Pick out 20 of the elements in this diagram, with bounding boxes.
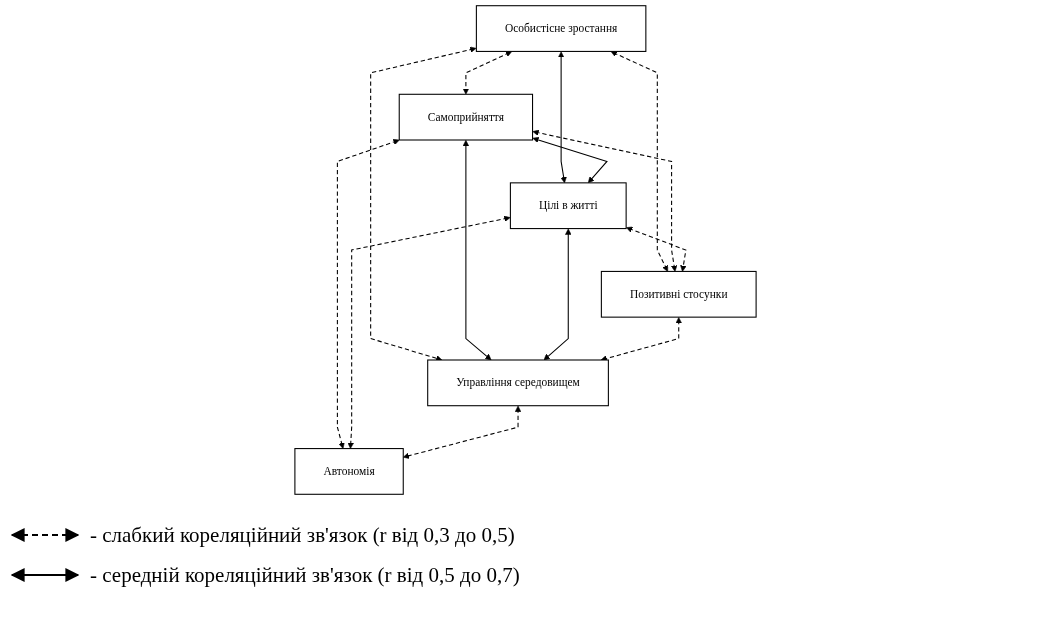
arrow (532, 129, 678, 272)
arrow (543, 228, 572, 361)
arrow (347, 215, 511, 449)
node-box: Самоприйняття (398, 93, 534, 141)
node-box: Цілі в житті (509, 182, 627, 230)
arrow (532, 136, 608, 184)
legend-text: - слабкий кореляційний зв'язок (r від 0,3 до 0,5) (90, 522, 515, 548)
arrow (626, 226, 687, 272)
arrow (462, 140, 492, 361)
node-box: Особистісне зростання (475, 5, 647, 52)
arrow (462, 51, 512, 95)
arrow (600, 317, 682, 362)
arrow (558, 51, 567, 184)
arrow (336, 138, 400, 449)
node-box: Автономія (294, 448, 404, 495)
node-box: Управління середовищем (427, 359, 609, 407)
arrow (610, 51, 669, 272)
legend-text: - середній кореляційний зв'язок (r від 0,5 до 0,7) (90, 562, 520, 588)
node-box: Позитивні стосунки (600, 270, 757, 318)
arrow (370, 46, 477, 362)
